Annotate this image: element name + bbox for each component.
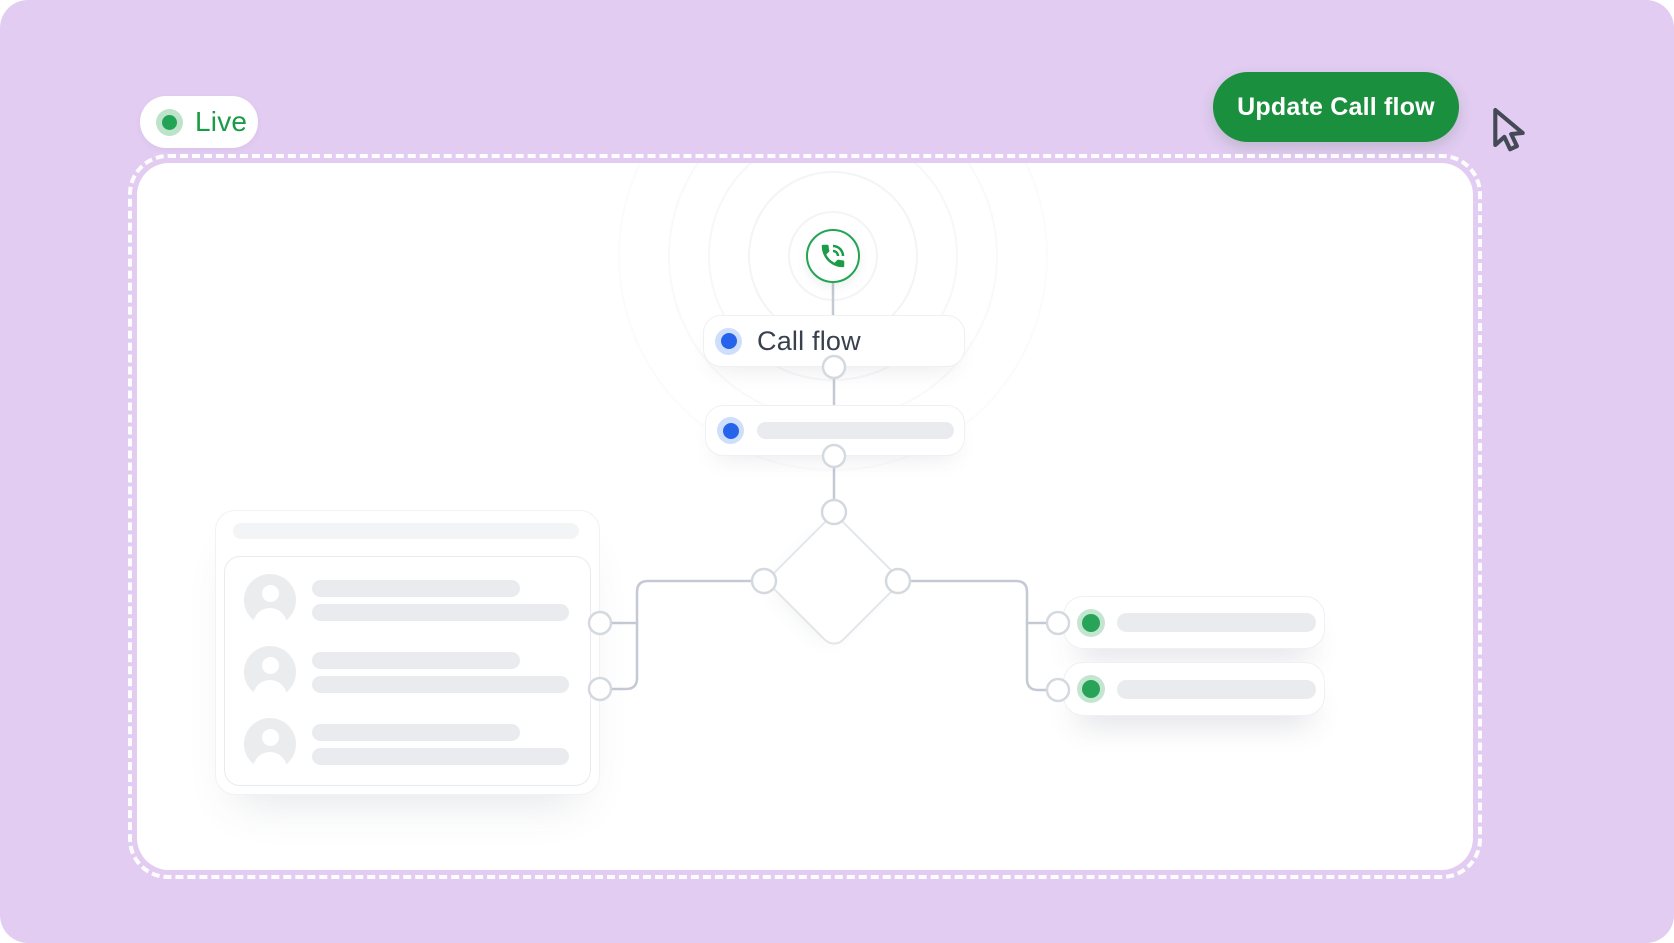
contacts-card-header-bar — [233, 523, 579, 539]
status-badge-label: Live — [195, 106, 248, 137]
outcome-node-2[interactable] — [1063, 662, 1325, 716]
edge-to-contacts — [610, 579, 753, 691]
green-dot-icon — [1077, 608, 1105, 637]
placeholder-bar — [1117, 613, 1316, 632]
avatar — [244, 574, 296, 626]
placeholder-bar — [312, 579, 520, 597]
list-item[interactable] — [244, 718, 590, 770]
decision-diamond-node[interactable] — [764, 511, 904, 651]
contacts-card[interactable] — [215, 510, 600, 795]
mouse-pointer-icon — [1493, 108, 1525, 152]
live-dot-icon — [156, 108, 183, 136]
outcome-node-1[interactable] — [1063, 596, 1325, 649]
call-start-node[interactable] — [806, 229, 860, 283]
contacts-list — [224, 556, 591, 786]
call-flow-node[interactable]: Call flow — [703, 315, 965, 367]
green-dot-icon — [1077, 675, 1105, 703]
phone-in-talk-icon — [821, 244, 845, 268]
status-badge: Live — [140, 96, 258, 148]
blue-dot-icon — [715, 327, 742, 355]
edge-to-outcome-2 — [908, 579, 1048, 692]
placeholder-bar — [757, 422, 954, 439]
canvas-dashed-border — [128, 154, 1482, 879]
placeholder-bar — [312, 603, 569, 621]
update-call-flow-button[interactable]: Update Call flow — [1213, 72, 1459, 142]
avatar — [244, 718, 296, 770]
list-item[interactable] — [244, 646, 590, 698]
step-node[interactable] — [705, 405, 965, 456]
placeholder-bar — [1117, 679, 1316, 699]
placeholder-bar — [312, 747, 569, 765]
list-item[interactable] — [244, 574, 590, 626]
placeholder-bar — [312, 651, 520, 669]
placeholder-bar — [312, 675, 569, 693]
avatar — [244, 646, 296, 698]
flow-canvas[interactable]: Call flow — [137, 163, 1473, 870]
blue-dot-icon — [717, 417, 744, 444]
placeholder-bar — [312, 723, 520, 741]
call-flow-node-label: Call flow — [757, 325, 861, 356]
